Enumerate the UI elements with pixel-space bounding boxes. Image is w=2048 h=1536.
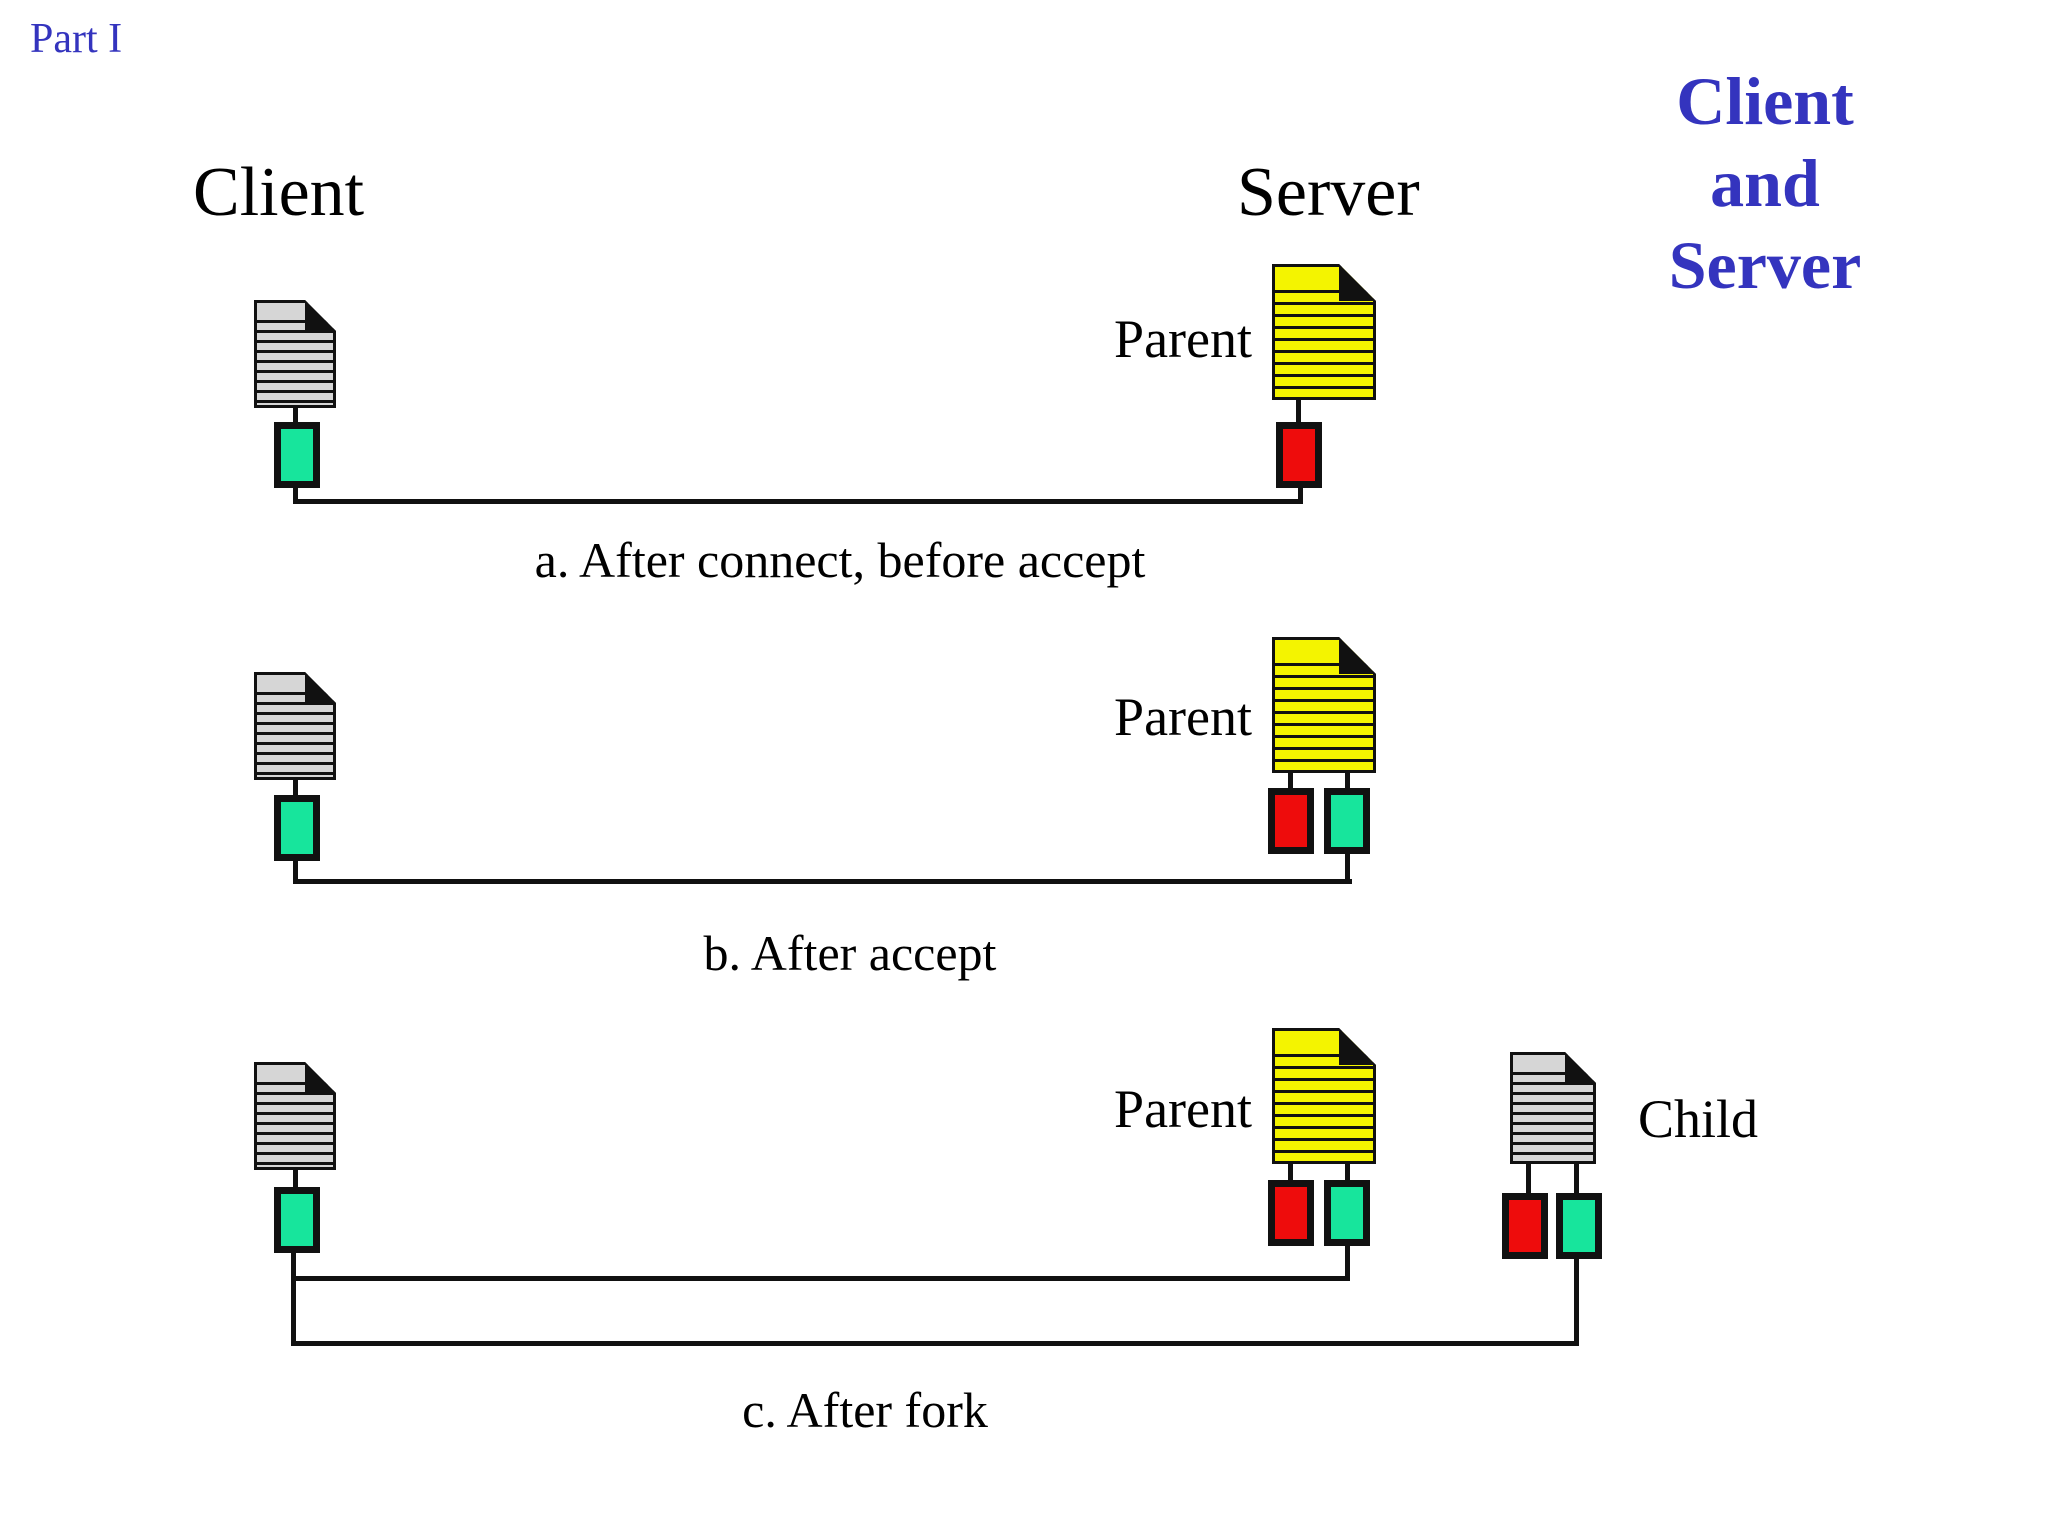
server-process-icon <box>1272 1028 1376 1164</box>
part-label: Part I <box>30 16 123 62</box>
connection-wire-rise <box>1345 852 1350 882</box>
connection-wire-rise <box>1298 486 1303 504</box>
slide-title-line-1: Client <box>1676 63 1854 139</box>
client-process-icon <box>254 1062 336 1170</box>
green-socket-icon <box>1324 1180 1370 1246</box>
client-column-heading: Client <box>193 154 365 231</box>
socket-stem <box>1288 1162 1293 1182</box>
connection-wire-rise <box>1345 1244 1350 1281</box>
parent-process-label: Parent <box>1114 687 1252 747</box>
green-socket-icon <box>274 1187 320 1253</box>
socket-stem <box>1345 771 1350 790</box>
socket-stem <box>293 406 298 424</box>
socket-stem <box>1526 1162 1531 1193</box>
red-socket-icon <box>1268 1180 1314 1246</box>
red-socket-icon <box>1502 1193 1548 1259</box>
slide-title-line-3: Server <box>1668 227 1862 303</box>
figure-c-caption: c. After fork <box>742 1382 988 1438</box>
socket-stem <box>1296 398 1301 424</box>
slide-title-line-2: and <box>1710 145 1820 221</box>
connection-wire <box>293 879 1352 884</box>
child-process-icon <box>1510 1052 1596 1164</box>
red-socket-icon <box>1276 422 1322 488</box>
connection-wire-drop <box>291 1251 296 1346</box>
connection-wire-rise <box>1574 1257 1579 1346</box>
figure-b-caption: b. After accept <box>703 925 997 981</box>
client-process-icon <box>254 672 336 780</box>
connection-wire-to-child <box>291 1341 1579 1346</box>
connection-wire-to-parent <box>291 1276 1350 1281</box>
server-process-icon <box>1272 637 1376 773</box>
parent-process-label: Parent <box>1114 309 1252 369</box>
server-column-heading: Server <box>1237 154 1420 231</box>
socket-stem <box>1574 1162 1579 1193</box>
figure-a-caption: a. After connect, before accept <box>534 532 1146 588</box>
parent-process-label: Parent <box>1114 1079 1252 1139</box>
server-process-icon <box>1272 264 1376 400</box>
connection-wire <box>293 499 1303 504</box>
socket-stem <box>293 778 298 797</box>
green-socket-icon <box>1324 788 1370 854</box>
connection-wire-drop <box>293 859 298 883</box>
green-socket-icon <box>1556 1193 1602 1259</box>
slide-title: Client and Server <box>1600 60 1930 306</box>
socket-stem <box>293 1168 298 1189</box>
green-socket-icon <box>274 422 320 488</box>
socket-stem <box>1288 771 1293 790</box>
child-process-label: Child <box>1638 1089 1759 1149</box>
green-socket-icon <box>274 795 320 861</box>
socket-stem <box>1345 1162 1350 1182</box>
red-socket-icon <box>1268 788 1314 854</box>
client-process-icon <box>254 300 336 408</box>
connection-wire-drop <box>293 486 298 504</box>
